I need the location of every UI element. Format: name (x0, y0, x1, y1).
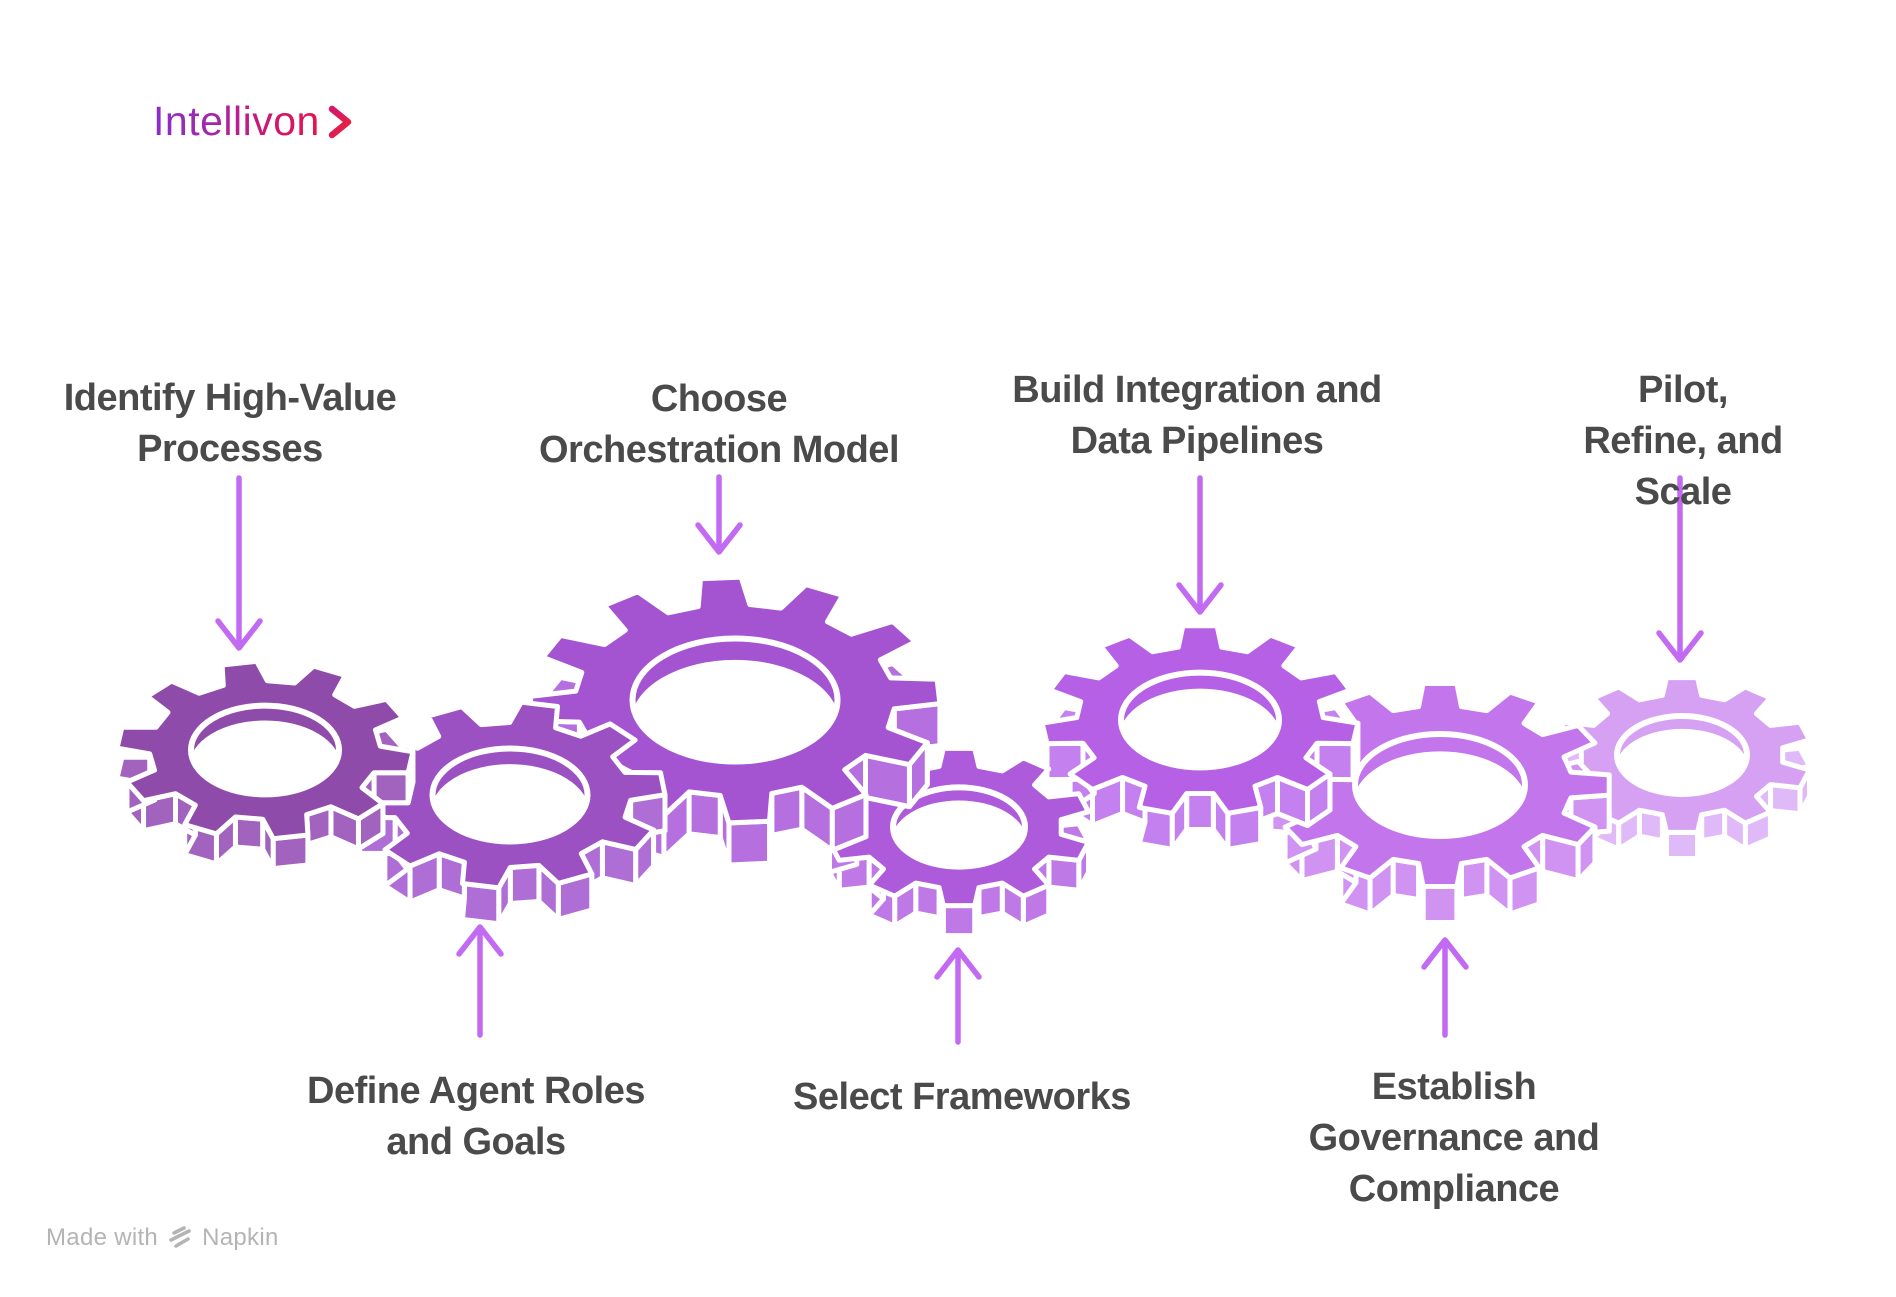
logo-chevron-icon (328, 105, 352, 138)
gear-3 (527, 574, 943, 868)
arrow-2 (456, 924, 504, 1038)
gear-2 (352, 699, 668, 927)
gear-1 (114, 658, 416, 872)
step-label-4: Select Frameworks (793, 1076, 1131, 1118)
step-label-6: Establish Governance and Compliance (1308, 1066, 1600, 1210)
arrow-6 (1421, 937, 1469, 1038)
made-with-text: Made with (46, 1224, 159, 1251)
arrow-4 (934, 947, 982, 1045)
logo-text: Intellivon (153, 98, 320, 144)
step-label-3: Choose Orchestration Model (539, 378, 900, 471)
arrow-5 (1176, 475, 1224, 615)
step-label-5: Build Integration and Data Pipelines (1012, 369, 1382, 462)
arrow-7 (1656, 475, 1704, 663)
logo: Intellivon (153, 98, 355, 145)
arrow-3 (695, 474, 743, 555)
footer: Made with Napkin (46, 1224, 279, 1252)
step-label-2: Define Agent Roles and Goals (307, 1070, 645, 1163)
gear-5 (1039, 623, 1361, 852)
step-label-7: Pilot, Refine, and Scale (1583, 369, 1783, 513)
arrow-1 (215, 475, 263, 651)
step-label-1: Identify High-Value Processes (63, 377, 397, 470)
napkin-brand-text: Napkin (202, 1224, 279, 1251)
napkin-icon (169, 1226, 191, 1248)
